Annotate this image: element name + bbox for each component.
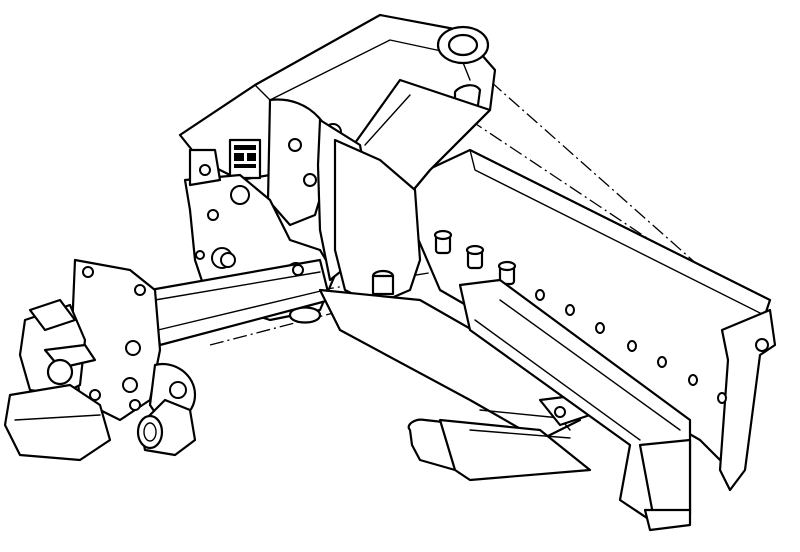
rail-studs <box>433 229 517 286</box>
rail-end-hole <box>755 338 769 352</box>
trailer-socket <box>136 398 197 457</box>
rear-crossmember-bracket <box>183 98 422 324</box>
side-rail-hole-row <box>535 289 727 404</box>
hitch-mounting-plate <box>70 258 162 422</box>
left-access-step <box>318 288 592 482</box>
right-access-step <box>458 278 692 532</box>
fastener-bolts <box>195 209 304 276</box>
data-plate <box>228 138 262 180</box>
chassis-frame-rail <box>393 148 777 492</box>
